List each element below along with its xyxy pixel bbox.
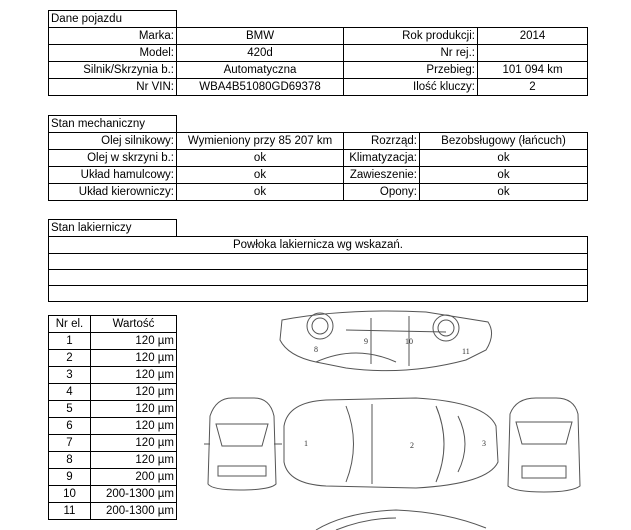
car-body-diagram: 8 9 10 11 1 2 3 <box>204 310 581 530</box>
thickness-value: 200-1300 µm <box>90 502 177 520</box>
suspension-value: ok <box>419 166 588 184</box>
thickness-value: 120 µm <box>90 366 177 384</box>
gearbox-oil-value: ok <box>176 149 344 167</box>
panel-label-1: 1 <box>304 439 308 448</box>
thickness-value: 120 µm <box>90 383 177 401</box>
element-number: 1 <box>48 332 91 350</box>
vin-label: Nr VIN: <box>48 78 177 96</box>
tyres-value: ok <box>419 183 588 201</box>
brakes-value: ok <box>176 166 344 184</box>
steering-value: ok <box>176 183 344 201</box>
vehicle-data-table: Dane pojazdu Marka: BMW Rok produkcji: 2… <box>48 10 588 96</box>
thickness-value: 200-1300 µm <box>90 485 177 503</box>
table-row: Model: 420d Nr rej.: <box>48 44 588 62</box>
keys-count-label: Ilość kluczy: <box>343 78 478 96</box>
element-number: 4 <box>48 383 91 401</box>
registration-label: Nr rej.: <box>343 44 478 62</box>
keys-count-value: 2 <box>477 78 588 96</box>
model-label: Model: <box>48 44 177 62</box>
production-year-label: Rok produkcji: <box>343 27 478 45</box>
value-header: Wartość <box>90 315 177 333</box>
element-number: 3 <box>48 366 91 384</box>
model-value: 420d <box>176 44 344 62</box>
element-number: 9 <box>48 468 91 486</box>
make-label: Marka: <box>48 27 177 45</box>
table-row: Silnik/Skrzynia b.: Automatyczna Przebie… <box>48 61 588 79</box>
car-front-view <box>204 397 282 491</box>
panel-label-8: 8 <box>314 345 318 354</box>
table-row: Układ kierowniczy: ok Opony: ok <box>48 183 588 201</box>
panel-label-11: 11 <box>462 347 470 356</box>
mechanical-condition-header: Stan mechaniczny <box>48 115 177 133</box>
element-number: 11 <box>48 502 91 520</box>
car-rear-view <box>507 397 581 493</box>
thickness-value: 120 µm <box>90 434 177 452</box>
car-top-view <box>283 397 499 489</box>
engine-gearbox-label: Silnik/Skrzynia b.: <box>48 61 177 79</box>
thickness-value: 120 µm <box>90 332 177 350</box>
paint-condition-table: Stan lakierniczy Powłoka lakiernicza wg … <box>48 219 588 302</box>
element-number: 8 <box>48 451 91 469</box>
production-year-value: 2014 <box>477 27 588 45</box>
panel-label-2: 2 <box>410 441 414 450</box>
element-number: 6 <box>48 417 91 435</box>
panel-label-10: 10 <box>405 337 413 346</box>
car-side-view-bottom <box>315 509 487 530</box>
air-conditioning-label: Klimatyzacja: <box>343 149 420 167</box>
tyres-label: Opony: <box>343 183 420 201</box>
paint-condition-note: Powłoka lakiernicza wg wskazań. <box>48 236 588 254</box>
thickness-value: 120 µm <box>90 417 177 435</box>
table-row: Układ hamulcowy: ok Zawieszenie: ok <box>48 166 588 184</box>
blank-row <box>48 269 588 286</box>
element-number-header: Nr el. <box>48 315 91 333</box>
element-number: 2 <box>48 349 91 367</box>
engine-oil-value: Wymieniony przy 85 207 km <box>176 132 344 150</box>
thickness-value: 120 µm <box>90 400 177 418</box>
vehicle-data-header: Dane pojazdu <box>48 10 177 28</box>
car-side-view-top <box>279 310 492 372</box>
thickness-value: 120 µm <box>90 349 177 367</box>
timing-label: Rozrząd: <box>343 132 420 150</box>
thickness-value: 200 µm <box>90 468 177 486</box>
element-number: 7 <box>48 434 91 452</box>
table-row: Nr VIN: WBA4B51080GD69378 Ilość kluczy: … <box>48 78 588 96</box>
table-row: Marka: BMW Rok produkcji: 2014 <box>48 27 588 45</box>
timing-value: Bezobsługowy (łańcuch) <box>419 132 588 150</box>
engine-gearbox-value: Automatyczna <box>176 61 344 79</box>
paint-condition-header: Stan lakierniczy <box>48 219 177 237</box>
thickness-value: 120 µm <box>90 451 177 469</box>
registration-value <box>477 44 588 62</box>
element-number: 10 <box>48 485 91 503</box>
steering-label: Układ kierowniczy: <box>48 183 177 201</box>
element-number: 5 <box>48 400 91 418</box>
table-row: Olej w skrzyni b.: ok Klimatyzacja: ok <box>48 149 588 167</box>
mechanical-condition-table: Stan mechaniczny Olej silnikowy: Wymieni… <box>48 115 588 201</box>
suspension-label: Zawieszenie: <box>343 166 420 184</box>
panel-label-9: 9 <box>364 337 368 346</box>
mileage-value: 101 094 km <box>477 61 588 79</box>
blank-row <box>48 253 588 270</box>
mileage-label: Przebieg: <box>343 61 478 79</box>
table-row: Olej silnikowy: Wymieniony przy 85 207 k… <box>48 132 588 150</box>
engine-oil-label: Olej silnikowy: <box>48 132 177 150</box>
air-conditioning-value: ok <box>419 149 588 167</box>
gearbox-oil-label: Olej w skrzyni b.: <box>48 149 177 167</box>
make-value: BMW <box>176 27 344 45</box>
blank-row <box>48 285 588 302</box>
panel-label-3: 3 <box>482 439 486 448</box>
vin-value: WBA4B51080GD69378 <box>176 78 344 96</box>
brakes-label: Układ hamulcowy: <box>48 166 177 184</box>
